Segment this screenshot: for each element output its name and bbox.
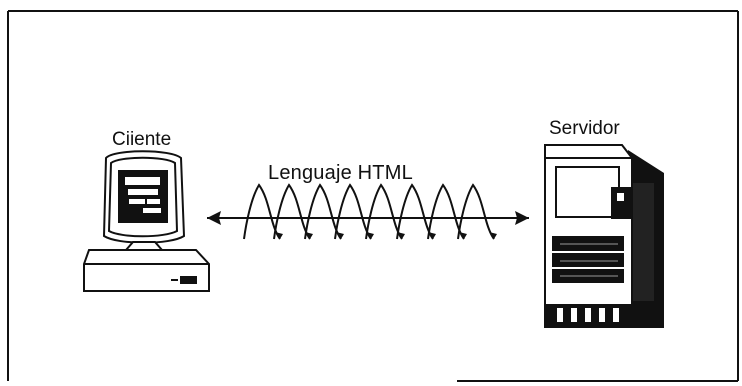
bidirectional-wave-arrow-icon [207,185,529,239]
server-label: Servidor [549,119,620,138]
server-tower-icon [545,145,664,328]
html-wave-5 [366,185,402,239]
protocol-label: Lenguaje HTML [268,163,413,183]
html-wave-8 [458,185,494,239]
html-wave-2 [274,185,310,239]
html-wave-4 [335,185,371,239]
desktop-computer-icon [84,151,209,291]
html-wave-6 [397,185,433,239]
client-label: Ciiente [112,130,171,149]
